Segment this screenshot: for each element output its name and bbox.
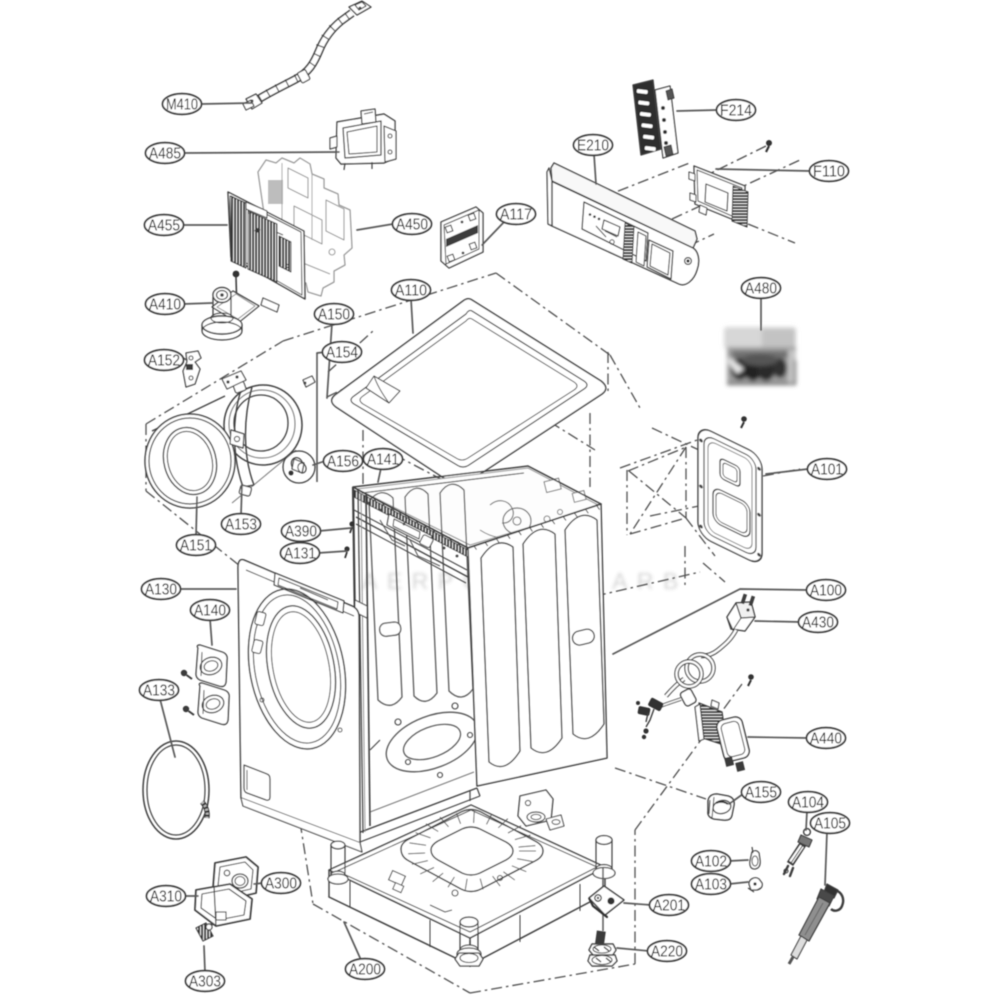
svg-text:A140: A140	[194, 603, 226, 620]
svg-text:A110: A110	[395, 283, 427, 300]
svg-text:A485: A485	[149, 146, 181, 163]
svg-text:A430: A430	[802, 615, 834, 632]
svg-text:A152: A152	[148, 353, 180, 370]
svg-text:A100: A100	[810, 583, 842, 600]
svg-text:A153: A153	[225, 517, 257, 534]
svg-text:F110: F110	[813, 164, 845, 181]
svg-text:A102: A102	[695, 854, 727, 871]
svg-text:A440: A440	[810, 731, 842, 748]
svg-text:A390: A390	[285, 524, 317, 541]
svg-text:A450: A450	[396, 217, 428, 234]
svg-text:A303: A303	[189, 974, 221, 991]
svg-text:A220: A220	[651, 944, 683, 961]
svg-text:A154: A154	[326, 345, 358, 362]
svg-text:A131: A131	[284, 546, 316, 563]
svg-text:A410: A410	[149, 297, 181, 314]
svg-text:A156: A156	[327, 454, 359, 471]
svg-text:A310: A310	[150, 889, 182, 906]
svg-text:A480: A480	[745, 281, 777, 298]
svg-text:A151: A151	[180, 538, 212, 555]
svg-text:A117: A117	[500, 207, 532, 224]
svg-text:A130: A130	[145, 582, 177, 599]
svg-text:A155: A155	[745, 785, 777, 802]
svg-text:A133: A133	[143, 683, 175, 700]
svg-text:M410: M410	[166, 97, 198, 114]
svg-text:A101: A101	[811, 462, 843, 479]
svg-text:A455: A455	[148, 218, 180, 235]
svg-text:A141: A141	[367, 452, 399, 469]
svg-text:A105: A105	[814, 816, 846, 833]
svg-text:F214: F214	[720, 103, 752, 120]
svg-text:A200: A200	[349, 962, 381, 979]
svg-text:A300: A300	[265, 876, 297, 893]
svg-text:A104: A104	[792, 795, 824, 812]
svg-text:A150: A150	[318, 307, 350, 324]
svg-text:A201: A201	[653, 898, 685, 915]
svg-text:E210: E210	[577, 138, 609, 155]
svg-text:A103: A103	[695, 877, 727, 894]
